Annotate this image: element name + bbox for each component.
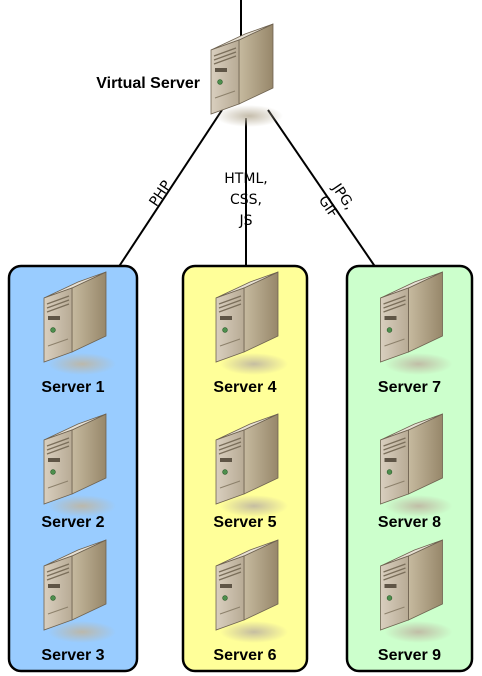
server-label: Server 4	[213, 379, 276, 396]
server-label: Server 8	[378, 514, 441, 531]
server-label: Server 1	[41, 379, 104, 396]
virtual-server-icon	[210, 23, 284, 128]
php-line	[117, 109, 223, 269]
edge-label-html-1: CSS,	[230, 192, 262, 208]
server-label: Server 6	[213, 647, 276, 664]
edge-label-html-0: HTML,	[224, 171, 267, 187]
server-label: Server 7	[378, 379, 441, 396]
virtual-server-label: Virtual Server	[96, 75, 200, 92]
edge-label-html-2: JS	[238, 213, 252, 229]
server-label: Server 2	[41, 514, 104, 531]
server-label: Server 9	[378, 647, 441, 664]
img-line	[267, 109, 377, 269]
edge-label-php: PHP	[146, 178, 175, 210]
server-label: Server 5	[213, 514, 276, 531]
connector-lines	[117, 0, 377, 269]
server-label: Server 3	[41, 647, 104, 664]
